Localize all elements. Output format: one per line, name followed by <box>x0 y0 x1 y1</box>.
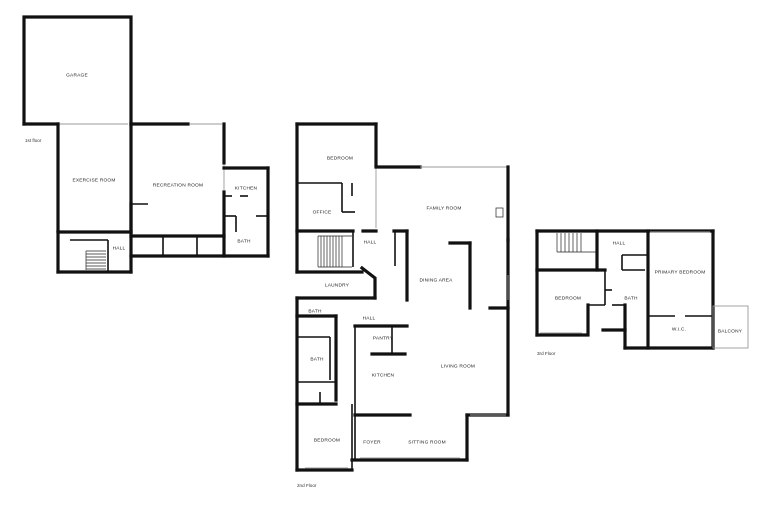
second-floor-plan: BEDROOM OFFICE FAMILY ROOM HALL LAUNDRY … <box>295 122 510 488</box>
floor-label-third: 3rd Floor <box>537 351 556 356</box>
room-label-hall: HALL <box>613 240 626 246</box>
room-label-bedroom: BEDROOM <box>555 295 581 301</box>
room-label-kitchen: KITCHEN <box>372 372 395 378</box>
room-label-recreation-room: RECREATION ROOM <box>153 182 203 188</box>
room-label-kitchen: KITCHEN <box>235 185 258 191</box>
room-label-wic: W.I.C. <box>672 326 686 332</box>
room-label-hall-2: HALL <box>363 315 376 321</box>
room-label-bath-small: BATH <box>308 308 322 314</box>
room-label-sitting-room: SITTING ROOM <box>408 439 446 445</box>
room-label-bedroom-south: BEDROOM <box>314 437 340 443</box>
third-floor-plan: HALL PRIMARY BEDROOM BEDROOM BATH W.I.C.… <box>535 229 749 356</box>
stairs-first-floor <box>85 250 106 270</box>
stairs-third-floor <box>556 233 597 253</box>
floor-label-first: 1st floor <box>25 138 42 143</box>
room-label-family-room: FAMILY ROOM <box>426 205 461 211</box>
room-label-bath: BATH <box>237 238 251 244</box>
room-label-primary-bedroom: PRIMARY BEDROOM <box>655 269 706 275</box>
stairs-second-floor <box>317 235 352 268</box>
room-label-dining-area: DINING AREA <box>419 277 453 283</box>
first-floor-plan: GARAGE EXERCISE ROOM RECREATION ROOM KIT… <box>22 15 270 274</box>
room-label-foyer: FOYER <box>363 439 381 445</box>
fireplace-icon <box>495 207 504 218</box>
room-label-living-room: LIVING ROOM <box>441 363 475 369</box>
room-label-balcony: BALCONY <box>718 328 743 334</box>
room-label-bedroom-north: BEDROOM <box>327 155 353 161</box>
room-label-hall: HALL <box>113 245 126 251</box>
room-label-bath: BATH <box>624 295 638 301</box>
room-label-office: OFFICE <box>313 209 332 215</box>
room-label-exercise-room: EXERCISE ROOM <box>72 177 115 183</box>
room-label-pantry: PANTRY <box>373 335 394 341</box>
balcony-outline <box>712 305 749 349</box>
floor-label-second: 2nd Floor <box>297 483 317 488</box>
room-label-laundry: LAUNDRY <box>325 282 350 288</box>
room-label-garage: GARAGE <box>66 72 88 78</box>
room-label-hall: HALL <box>364 239 377 245</box>
room-label-bath-2: BATH <box>310 356 324 362</box>
